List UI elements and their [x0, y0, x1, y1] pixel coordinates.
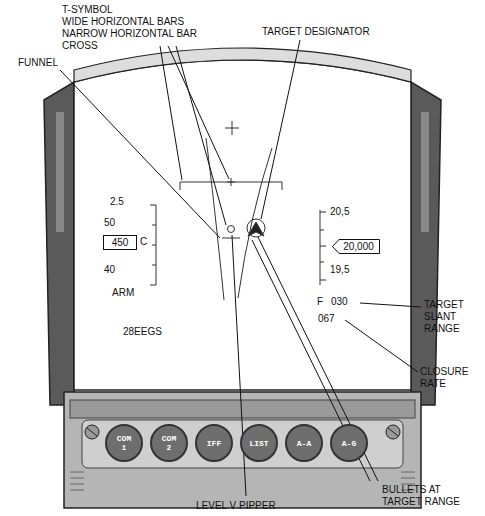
airspeed-box: 450: [103, 235, 137, 250]
panel-button: LIST: [240, 424, 278, 462]
callout-label: CLOSURE RATE: [420, 366, 480, 390]
panel-button: COM 1: [105, 424, 143, 462]
callout-label: F: [317, 296, 323, 308]
node-text: COM 2: [155, 434, 183, 452]
node-text: COM 1: [110, 434, 138, 452]
panel-button: A-G: [330, 424, 368, 462]
callout-label: T-SYMBOL: [62, 4, 113, 16]
node-text: A-A: [290, 439, 318, 448]
node-text: LIST: [245, 439, 273, 448]
altitude-box: 20,000: [332, 239, 380, 254]
callout-label: BULLETS AT TARGET RANGE: [382, 484, 482, 508]
callout-label: 2.5: [110, 196, 124, 208]
callout-label: ARM: [112, 287, 134, 299]
callout-label: 50: [104, 217, 115, 229]
callout-label: CROSS: [62, 40, 98, 52]
callout-label: 28EEGS: [123, 326, 162, 338]
callout-label: 030: [331, 296, 348, 308]
node-text: 450: [112, 237, 129, 248]
node-text: A-G: [335, 439, 363, 448]
callout-label: 20,5: [330, 206, 349, 218]
callout-label: TARGET SLANT RANGE: [424, 299, 474, 335]
panel-button: IFF: [195, 424, 233, 462]
node-text: IFF: [200, 439, 228, 448]
callout-label: LEVEL V PIPPER: [196, 500, 276, 512]
callout-label: TARGET DESIGNATOR: [262, 26, 370, 38]
callout-label: WIDE HORIZONTAL BARS: [62, 16, 184, 28]
callout-label: FUNNEL: [18, 57, 58, 69]
callout-label: NARROW HORIZONTAL BAR: [62, 28, 197, 40]
callout-label: 067: [318, 313, 335, 325]
callout-label: 40: [104, 264, 115, 276]
node-text: 20,000: [343, 241, 374, 252]
panel-button: A-A: [285, 424, 323, 462]
callout-label: C: [140, 236, 147, 248]
panel-button: COM 2: [150, 424, 188, 462]
callout-label: 19,5: [330, 264, 349, 276]
